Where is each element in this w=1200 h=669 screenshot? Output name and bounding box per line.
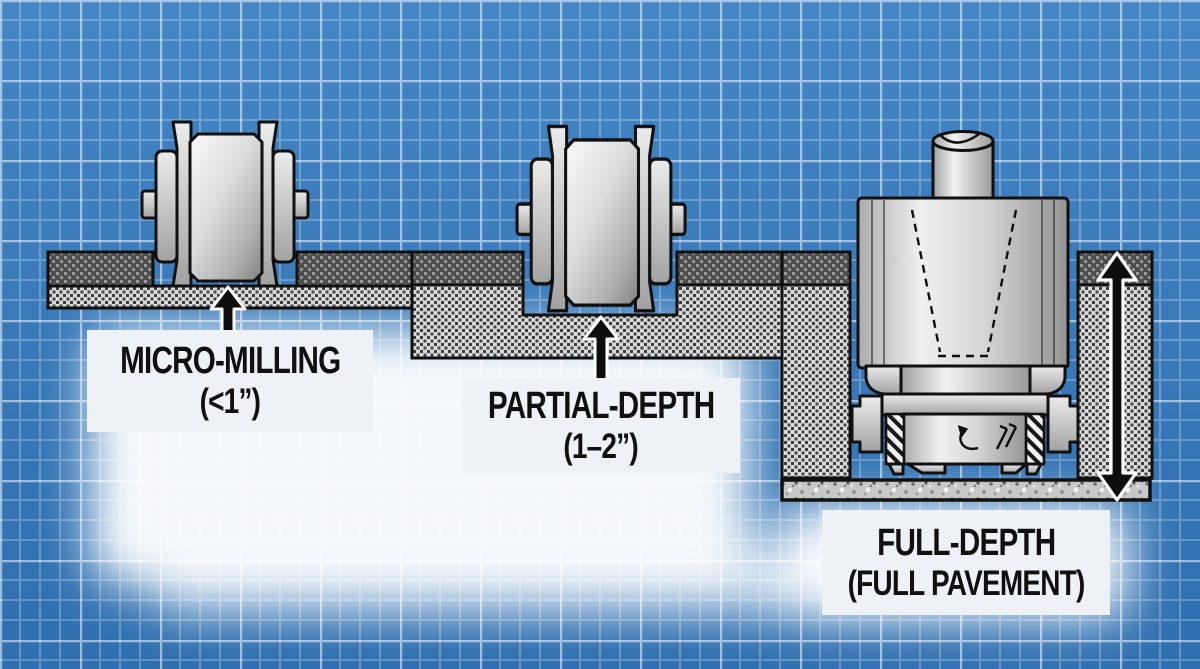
gravel-base-layer [780, 478, 1152, 502]
label-partial-depth-size: (1–2”) [563, 426, 639, 466]
hatched-cutter-bar [1024, 412, 1046, 466]
label-partial-depth: PARTIAL-DEPTH (1–2”) [462, 378, 740, 473]
hatched-cutter-bar [884, 412, 906, 466]
full-depth-double-arrow-icon [1096, 251, 1138, 502]
label-micro-milling: MICRO-MILLING (<1”) [87, 330, 373, 432]
pavement-left-block [46, 250, 414, 310]
pavement-right-block [780, 250, 1154, 502]
full-depth-reclaimer-bit-icon [850, 130, 1080, 476]
label-micro-milling-size: (<1”) [199, 382, 261, 421]
rotation-arrow-marks [957, 422, 1018, 451]
label-full-depth-title: FULL-DEPTH [876, 521, 1056, 564]
label-micro-milling-title: MICRO-MILLING [119, 340, 341, 382]
label-full-depth-size: (FULL PAVEMENT) [847, 563, 1086, 603]
label-partial-depth-title: PARTIAL-DEPTH [487, 384, 715, 427]
label-full-depth: FULL-DEPTH (FULL PAVEMENT) [822, 510, 1110, 615]
